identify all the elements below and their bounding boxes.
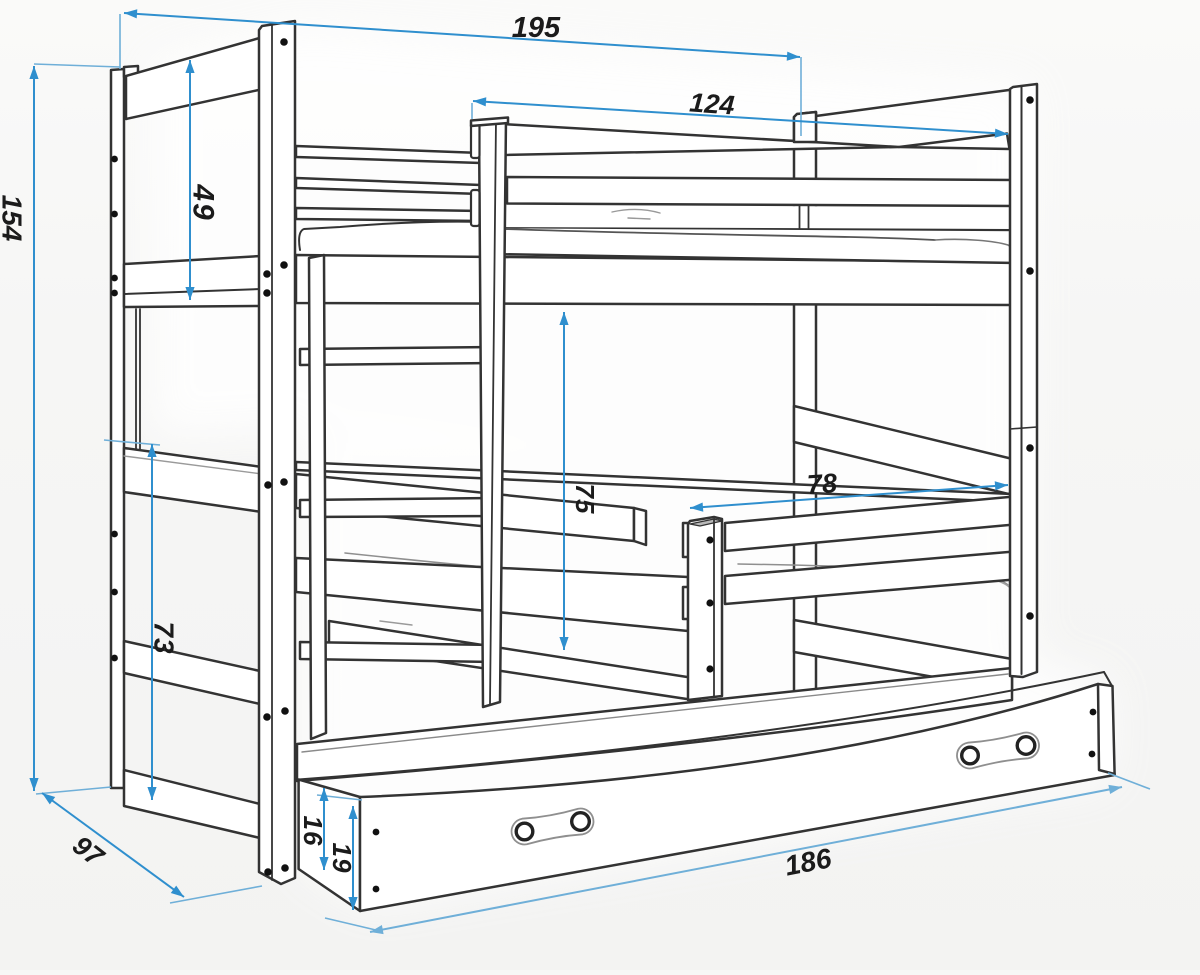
svg-text:19: 19 bbox=[327, 843, 357, 874]
svg-text:195: 195 bbox=[512, 12, 561, 44]
svg-text:124: 124 bbox=[688, 87, 735, 120]
svg-text:154: 154 bbox=[0, 195, 28, 242]
svg-text:49: 49 bbox=[187, 183, 220, 221]
svg-text:78: 78 bbox=[806, 468, 838, 500]
svg-text:75: 75 bbox=[570, 484, 600, 515]
svg-text:73: 73 bbox=[149, 621, 180, 654]
svg-text:16: 16 bbox=[298, 816, 328, 847]
